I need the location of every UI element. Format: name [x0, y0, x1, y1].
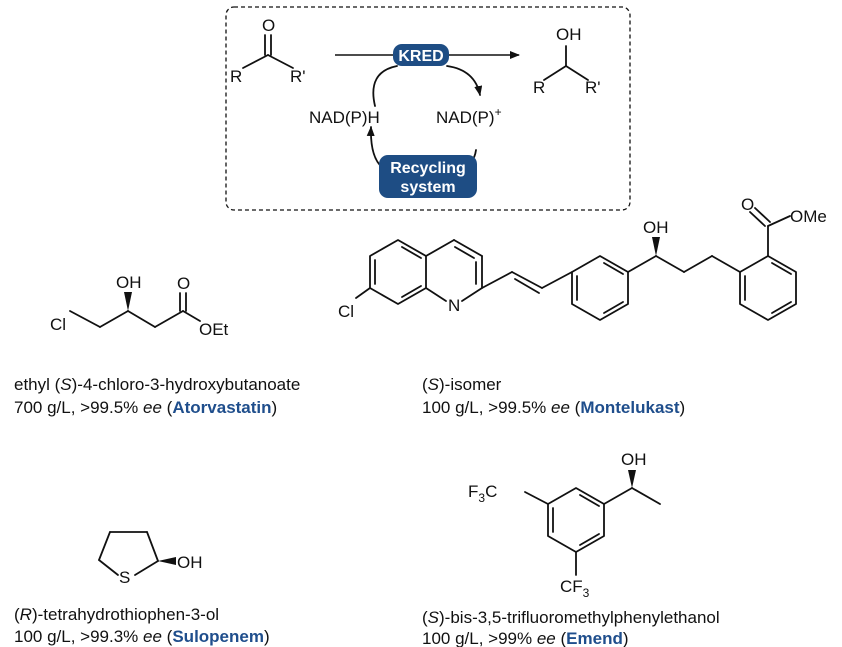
c1-oh-label: OH — [116, 273, 142, 292]
c2-conditions: 100 g/L, >99.5% ee (Montelukast) — [422, 398, 685, 417]
nadp-label: NAD(P)+ — [436, 105, 502, 127]
c4-name: (S)-bis-3,5-trifluoromethylphenylethanol — [422, 608, 720, 627]
kred-enzyme-badge: KRED — [393, 44, 449, 66]
compound-ethyl-chlorohydroxybutanoate: Cl OH O OEt — [50, 273, 229, 339]
compound-bis-trifluoromethylphenylethanol: F3C CF3 OH — [468, 450, 661, 600]
alcohol-structure: OH R R' — [533, 25, 601, 97]
nadp-base: NAD(P) — [436, 108, 495, 127]
c2-oh-label: OH — [643, 218, 669, 237]
c3-wedge-bond — [158, 557, 176, 565]
c2-n-label: N — [448, 296, 460, 315]
compound-montelukast-intermediate: Cl N OH O OMe — [338, 195, 827, 321]
c2-ome-label: OMe — [790, 207, 827, 226]
kred-scheme-box: O R R' KRED NAD(P)H NAD(P)+ Recycling sy… — [225, 6, 631, 211]
cycle-arc-left-top — [372, 65, 398, 107]
c3-name: (R)-tetrahydrothiophen-3-ol — [14, 605, 219, 624]
c3-conditions: 100 g/L, >99.3% ee (Sulopenem) — [14, 627, 270, 646]
c1-name: ethyl (S)-4-chloro-3-hydroxybutanoate — [14, 375, 300, 394]
ketone-oxygen-label: O — [262, 16, 275, 35]
ketone-r2-label: R' — [290, 67, 306, 86]
recycling-label-line2: system — [400, 179, 455, 196]
c4-oh-label: OH — [621, 450, 647, 469]
c2-cl-label: Cl — [338, 302, 354, 321]
c3-drug-name: Sulopenem — [172, 627, 264, 646]
c3-s-label: S — [119, 568, 130, 587]
c1-o-label: O — [177, 274, 190, 293]
alcohol-r-label: R — [533, 78, 545, 97]
ketone-structure: O R R' — [230, 16, 306, 86]
c2-wedge-bond — [652, 237, 660, 256]
kred-label: KRED — [398, 48, 443, 65]
cycle-arc-right-top — [446, 65, 483, 96]
c2-o-label: O — [741, 195, 754, 214]
c1-oet-label: OEt — [199, 320, 229, 339]
c1-conditions: 700 g/L, >99.5% ee (Atorvastatin) — [14, 398, 277, 417]
c4-cf3-label: CF3 — [560, 577, 590, 600]
c2-name: (S)-isomer — [422, 375, 502, 394]
c1-drug-name: Atorvastatin — [172, 398, 271, 417]
c4-drug-name: Emend — [566, 629, 623, 647]
compound-tetrahydrothiophenol: S OH — [98, 531, 203, 587]
recycling-system-badge: Recycling system — [379, 155, 477, 198]
alcohol-r2-label: R' — [585, 78, 601, 97]
c4-f3c-label: F3C — [468, 482, 497, 505]
dashed-frame — [225, 6, 631, 211]
c2-drug-name: Montelukast — [580, 398, 680, 417]
c3-oh-label: OH — [177, 553, 203, 572]
ketone-r-label: R — [230, 67, 242, 86]
nadp-charge: + — [495, 105, 502, 119]
recycling-label-line1: Recycling — [390, 160, 466, 177]
wedge-bond — [124, 292, 132, 311]
c4-conditions: 100 g/L, >99% ee (Emend) — [422, 629, 629, 647]
nadph-label: NAD(P)H — [309, 108, 380, 127]
c4-wedge-bond — [628, 470, 636, 488]
alcohol-oh-label: OH — [556, 25, 582, 44]
c1-cl-label: Cl — [50, 315, 66, 334]
